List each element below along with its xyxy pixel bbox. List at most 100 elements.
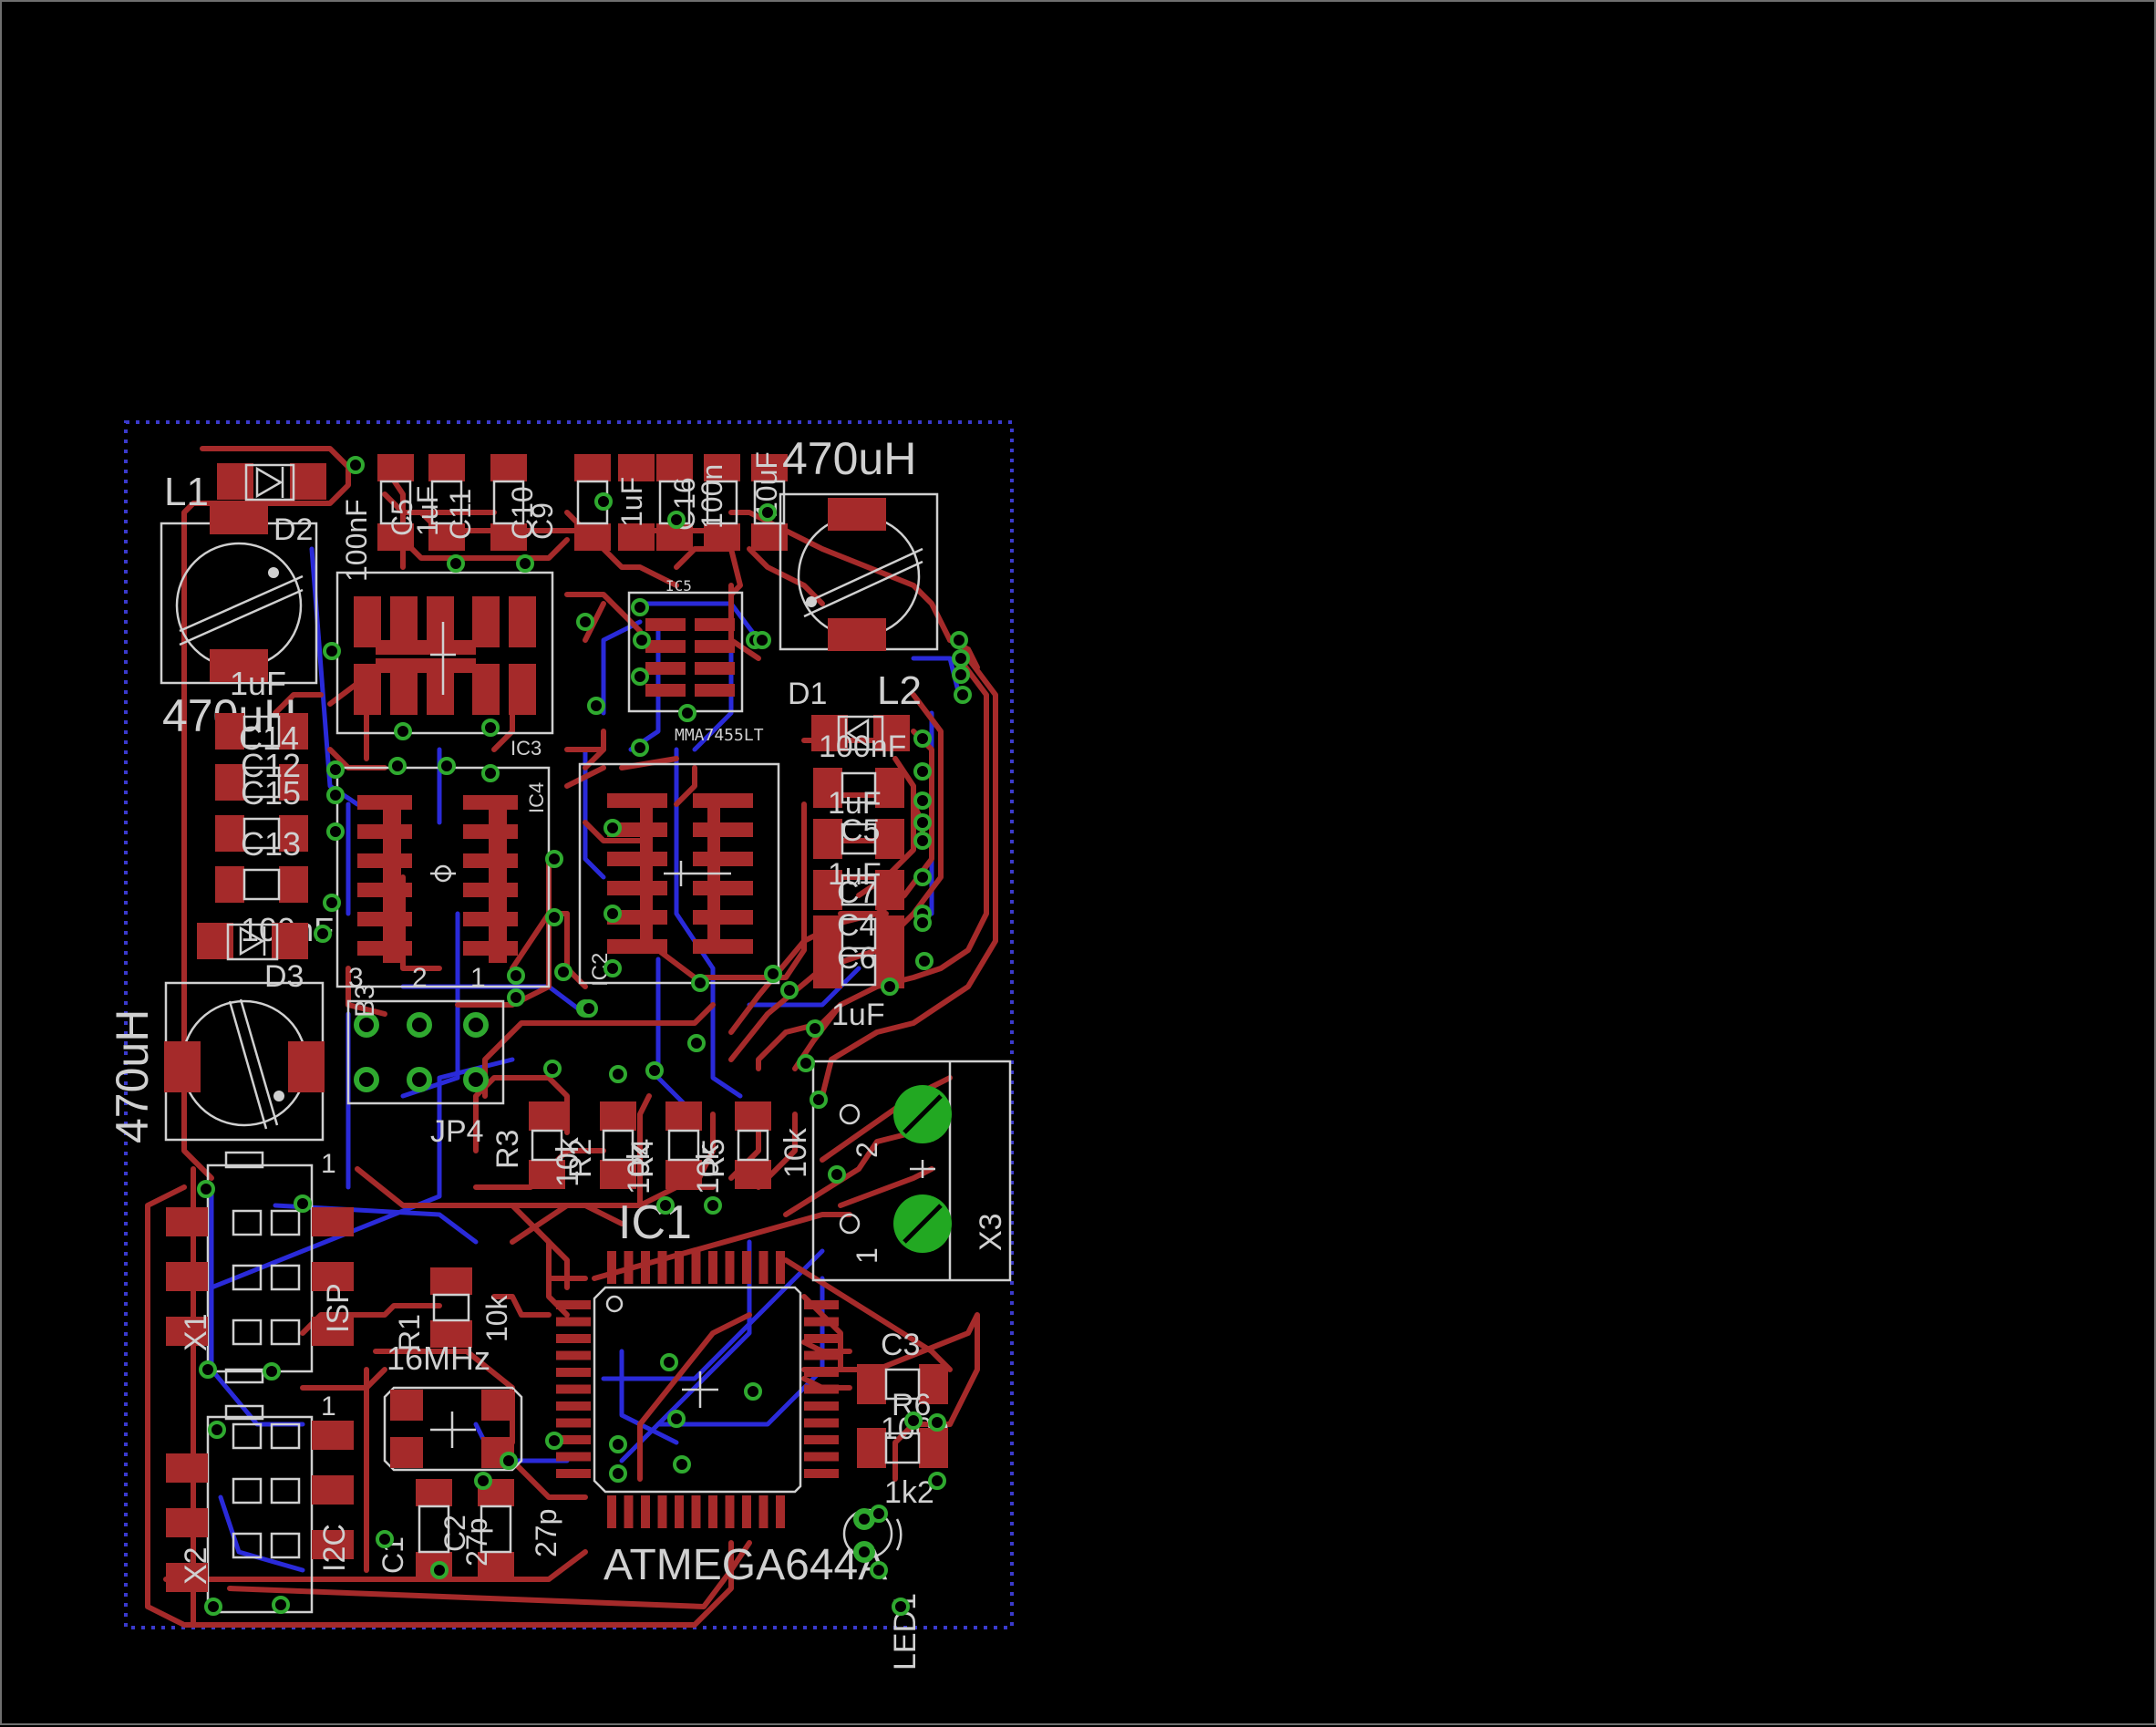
via (954, 686, 972, 704)
label-x1-name: ISP (321, 1283, 356, 1333)
via (704, 1196, 722, 1215)
label-x2-name: I2C (317, 1524, 352, 1572)
label-jp-b3: B3 (350, 984, 380, 1018)
label-top-cap-2: 1uF (411, 486, 444, 536)
terminal-x3[interactable] (811, 1060, 1012, 1282)
left-capacitors[interactable] (215, 713, 308, 903)
via (447, 554, 465, 573)
label-l1: L1 (164, 470, 209, 514)
label-l2: L2 (877, 668, 922, 713)
via (208, 1421, 226, 1439)
label-r1-value: 10k (480, 1294, 513, 1342)
label-right-cap-0: 100nF (819, 729, 906, 764)
ic1-pin (675, 1251, 684, 1284)
resistor-r6[interactable] (857, 1428, 948, 1468)
via (376, 1530, 394, 1548)
via (474, 1472, 492, 1490)
right-capacitors[interactable] (813, 768, 904, 988)
ic1-pin (804, 1418, 839, 1428)
via (913, 868, 932, 886)
via (507, 967, 525, 985)
ic1-pin (725, 1251, 735, 1284)
inductor-l1[interactable] (160, 502, 318, 685)
led1[interactable] (842, 1508, 903, 1563)
diode-d3[interactable] (197, 923, 308, 961)
via (928, 1472, 946, 1490)
label-q1-value: 16MHz (387, 1339, 490, 1377)
ic4[interactable] (335, 766, 551, 988)
via (667, 511, 686, 529)
label-jp-pin2: 2 (412, 963, 428, 993)
label-c3: C3 (881, 1328, 920, 1362)
via (609, 1464, 627, 1483)
resistor-row[interactable] (529, 1101, 771, 1189)
label-right-cap-5: C4 (837, 908, 876, 943)
top-capacitors[interactable] (377, 454, 788, 551)
resistor-r1[interactable] (430, 1267, 472, 1348)
inductor-l2[interactable] (779, 492, 939, 651)
ic3[interactable] (335, 571, 554, 735)
label-right-cap-6: C6 (837, 941, 876, 976)
header-jp4[interactable] (346, 999, 505, 1105)
capacitor-c3[interactable] (857, 1364, 948, 1404)
via (197, 1180, 215, 1198)
label-r3: R3 (490, 1130, 525, 1169)
connector-x2-i2c[interactable] (166, 1404, 354, 1614)
via (928, 1413, 946, 1432)
ic1-pin (708, 1251, 717, 1284)
ic1-pin (804, 1317, 839, 1327)
diode-d1[interactable] (811, 715, 910, 751)
label-ic1-value: ATMEGA644A (603, 1541, 887, 1589)
ic1-pin (804, 1368, 839, 1377)
label-ic4: IC4 (525, 782, 548, 813)
label-mid-res-4: R5 (696, 1139, 731, 1178)
via (263, 1362, 281, 1381)
ic1-pin (742, 1251, 751, 1284)
via (744, 1382, 762, 1401)
via (904, 1412, 923, 1430)
via (394, 722, 412, 740)
label-d1: D1 (788, 677, 827, 711)
label-mid-res-3: 10k (622, 1143, 656, 1194)
via (545, 1432, 563, 1450)
via (323, 894, 341, 912)
via (806, 1019, 824, 1038)
via (603, 905, 622, 923)
via (870, 1561, 888, 1579)
via (430, 1561, 449, 1579)
label-left-cap-2: C12 (241, 747, 301, 784)
label-x2: X2 (179, 1546, 213, 1585)
label-mid-res-1: 10k (551, 1136, 585, 1187)
via (554, 963, 573, 981)
ic1-pin (742, 1495, 751, 1528)
label-ic5: IC5 (665, 577, 692, 595)
via (204, 1598, 222, 1616)
via (915, 952, 934, 970)
ic1-pin (657, 1495, 667, 1528)
via (913, 729, 932, 748)
ic2[interactable] (578, 762, 780, 985)
ic1-pin (776, 1251, 785, 1284)
via (507, 988, 525, 1007)
diode-d2[interactable] (217, 463, 326, 502)
connector-x1-isp[interactable] (166, 1151, 354, 1384)
crystal-q1[interactable] (383, 1386, 523, 1472)
label-top-cap-4: C10 (506, 486, 539, 540)
ic1-pin (804, 1401, 839, 1411)
via (545, 850, 563, 868)
ic1-atmega[interactable] (556, 1251, 839, 1528)
via (797, 1054, 815, 1072)
ic1-pin (804, 1350, 839, 1360)
label-d2: D2 (273, 512, 313, 547)
inductor-l3[interactable] (164, 981, 325, 1142)
via (545, 908, 563, 926)
via (481, 764, 500, 782)
ic1-pins-left (556, 1300, 591, 1478)
label-right-cap-3: 1uF (828, 857, 882, 892)
via (543, 1060, 562, 1078)
ic5[interactable] (627, 591, 744, 713)
via (870, 1505, 888, 1523)
label-x3-pin2: 2 (851, 1142, 883, 1158)
label-r4-value: 10k (779, 1127, 813, 1178)
